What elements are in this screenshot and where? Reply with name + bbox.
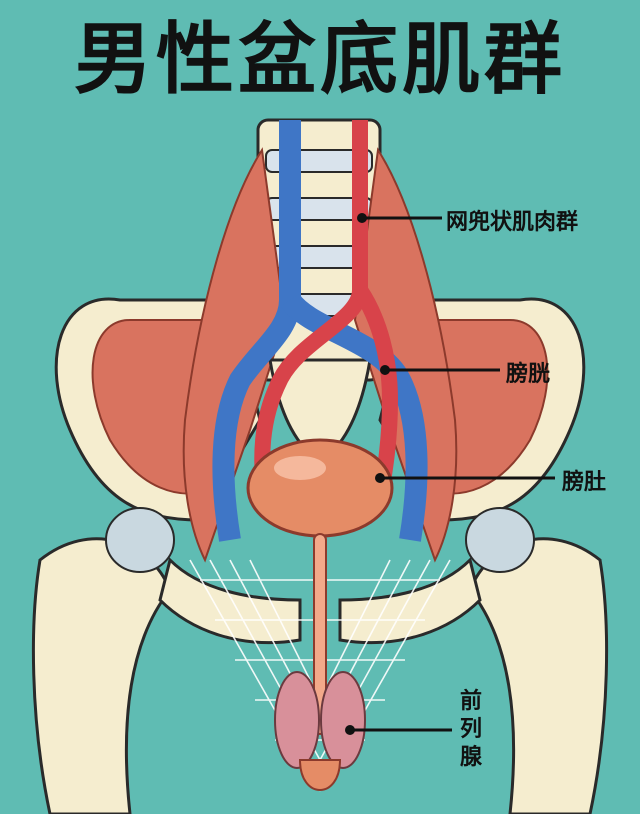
label-pang: 膀胱	[506, 362, 551, 387]
left-prostate-lobe	[274, 671, 320, 769]
right-psoas-muscle	[353, 147, 458, 563]
page-title: 男性盆底肌群	[73, 15, 566, 105]
bladder	[246, 438, 394, 538]
prostate-base	[298, 759, 342, 791]
left-femur	[31, 537, 172, 814]
leader-lines	[350, 216, 555, 732]
right-hip-joint	[465, 507, 535, 573]
left-vein	[212, 120, 301, 542]
bladder-highlight	[274, 456, 326, 480]
left-hip-joint	[105, 507, 175, 573]
right-prostate-lobe	[320, 671, 366, 769]
right-pubis	[338, 557, 482, 645]
right-femur	[468, 537, 609, 814]
label-prostate: 前 列 腺	[459, 689, 482, 770]
leader-dots	[345, 213, 390, 735]
right-vein	[280, 293, 428, 542]
left-psoas-muscle	[182, 147, 287, 563]
label-reticulate-muscles: 网兜状肌肉群	[446, 210, 579, 235]
urethra	[313, 533, 327, 735]
label-bladder: 膀肚	[562, 470, 607, 495]
left-pubis	[158, 557, 302, 645]
